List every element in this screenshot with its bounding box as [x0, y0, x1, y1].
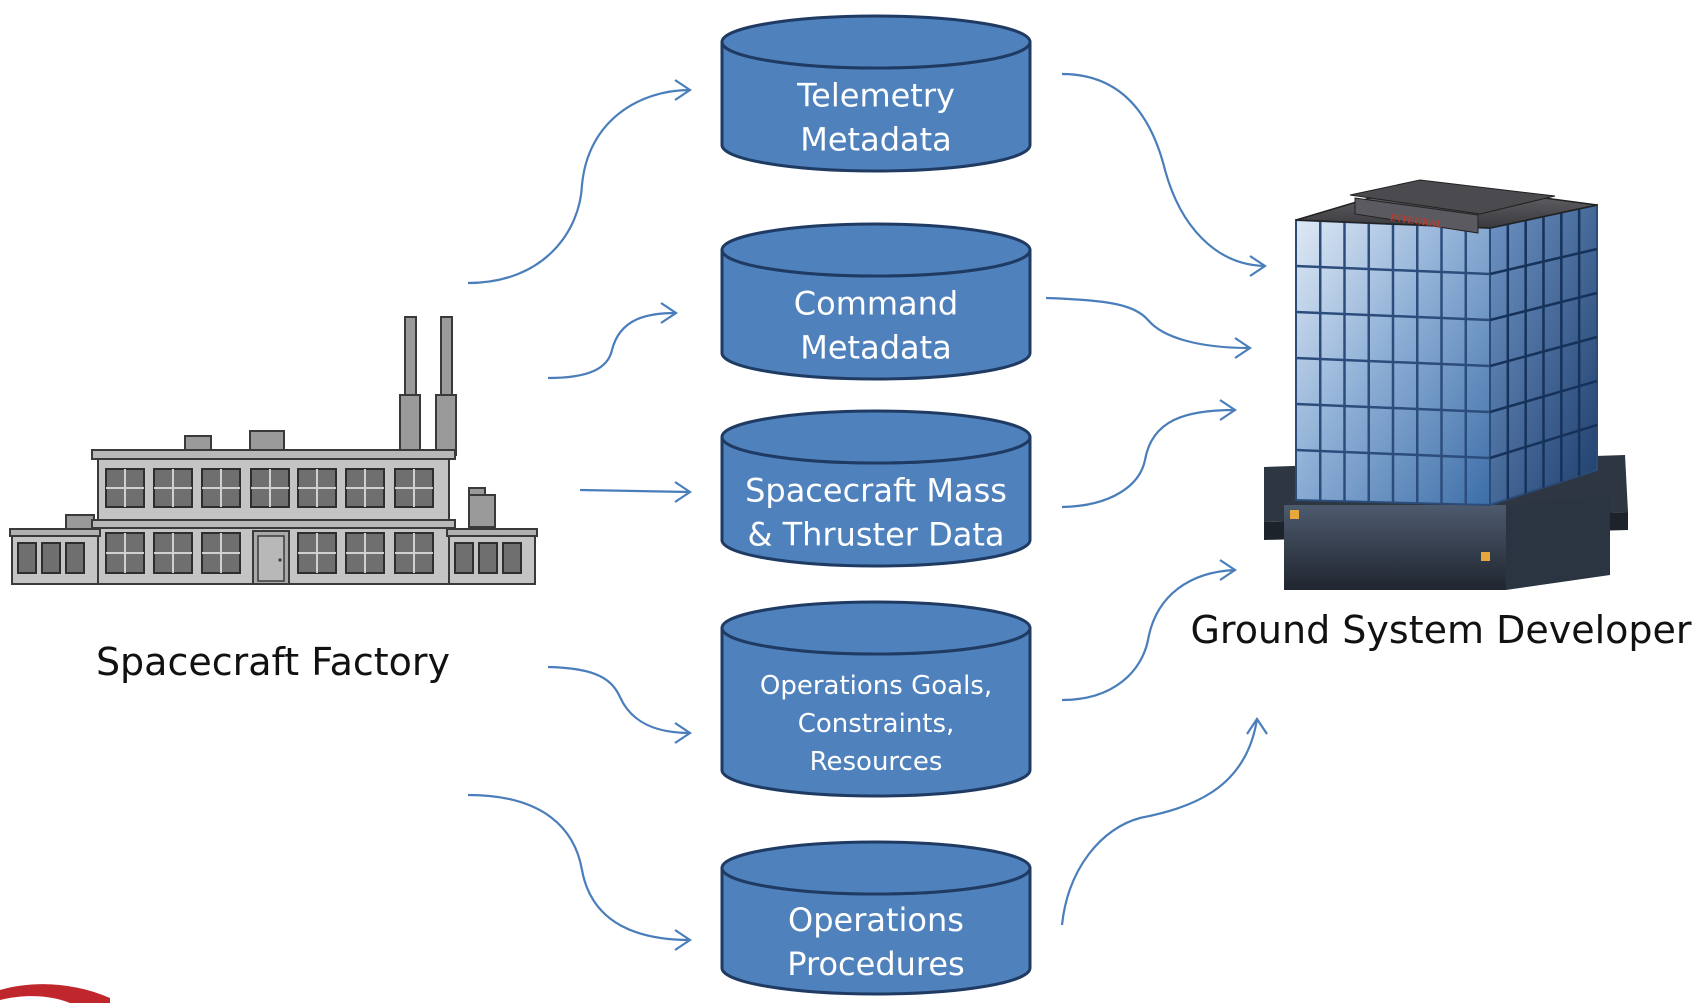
- arrowhead: [674, 79, 692, 101]
- arrowhead: [1234, 337, 1252, 359]
- data-store-mass: Spacecraft Mass & Thruster Data: [720, 409, 1032, 568]
- source-label: Spacecraft Factory: [96, 640, 450, 684]
- factory-window: [478, 542, 498, 574]
- factory-window: [502, 542, 522, 574]
- arrowhead: [674, 481, 692, 503]
- arrowhead: [1219, 399, 1237, 421]
- arrow-mass-to-ground: [1061, 408, 1236, 509]
- tower-windows: [1295, 208, 1598, 505]
- cylinder-top: [720, 600, 1032, 656]
- factory-window: [41, 542, 61, 574]
- data-store-label-line: Metadata: [800, 121, 952, 159]
- target-label: Ground System Developer: [1190, 608, 1691, 652]
- data-store-ops-goals: Operations Goals, Constraints, Resources: [720, 600, 1032, 798]
- factory-window: [65, 542, 85, 574]
- arrow-factory-to-command: [547, 311, 677, 380]
- data-store-label-line: Spacecraft Mass: [745, 472, 1007, 510]
- arrow-command-to-ground: [1045, 296, 1251, 350]
- factory-window: [17, 542, 37, 574]
- logo-swoosh-icon: [0, 984, 110, 1003]
- arrow-factory-to-procedures: [467, 793, 691, 942]
- arrowhead: [660, 302, 678, 324]
- arrowhead: [674, 722, 692, 744]
- arrow-ops-goals-to-ground: [1061, 568, 1236, 702]
- arrow-factory-to-telemetry: [467, 88, 691, 285]
- cylinder-top: [720, 840, 1032, 896]
- data-store-label-line: Constraints,: [798, 709, 955, 739]
- factory-windows: [17, 468, 522, 574]
- office-building-icon: INTEGRAL: [1264, 179, 1628, 590]
- data-store-label-line: Operations Goals,: [760, 671, 992, 701]
- cylinder-top: [720, 409, 1032, 465]
- factory-window: [454, 542, 474, 574]
- cylinder-top: [720, 222, 1032, 278]
- data-store-label-line: Metadata: [800, 329, 952, 367]
- data-store-label-line: Procedures: [787, 945, 964, 983]
- arrow-telemetry-to-ground: [1061, 72, 1266, 268]
- arrowhead: [674, 929, 692, 951]
- data-store-label-line: Resources: [810, 747, 943, 777]
- data-store-label-line: Operations: [788, 901, 964, 939]
- arrowhead: [1249, 255, 1267, 277]
- data-store-label-line: Telemetry: [796, 77, 955, 115]
- cylinder-top: [720, 14, 1032, 70]
- arrow-factory-to-ops-goals: [547, 665, 691, 735]
- factory-icon: [9, 316, 538, 585]
- flow-arrows: [467, 72, 1268, 951]
- arrow-factory-to-mass: [579, 488, 691, 494]
- arrowhead: [1219, 559, 1237, 581]
- data-store-label-line: Command: [794, 285, 958, 323]
- arrowhead: [1246, 717, 1268, 735]
- data-stores: TelemetryMetadataCommandMetadataSpacecra…: [720, 14, 1032, 996]
- data-store-label-line: & Thruster Data: [747, 516, 1004, 554]
- arrow-procedures-to-ground: [1060, 718, 1259, 926]
